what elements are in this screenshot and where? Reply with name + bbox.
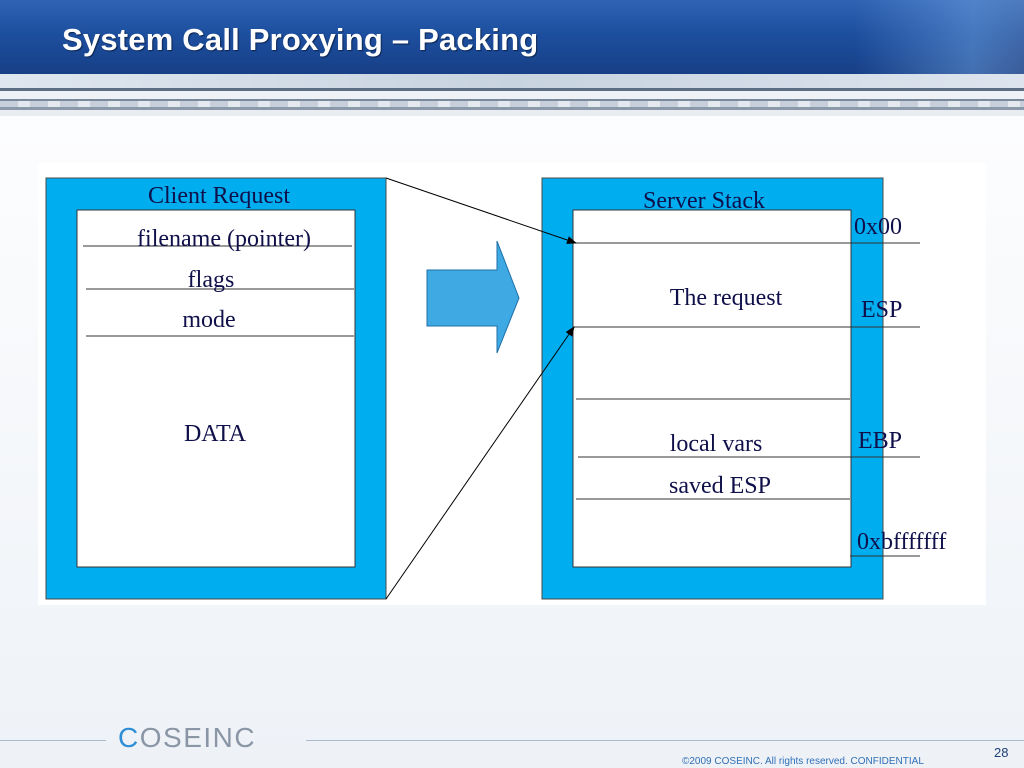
right-block-arrow-icon <box>426 240 520 354</box>
footer-rule <box>0 740 106 741</box>
server-stack-title: Server Stack <box>643 188 765 214</box>
page-number: 28 <box>994 745 1009 760</box>
stack-label-saved-esp: saved ESP <box>669 473 771 499</box>
stack-label-request: The request <box>670 285 783 311</box>
header-stripe <box>0 88 1024 91</box>
header-stripe <box>0 99 1024 101</box>
title-bar: System Call Proxying – Packing <box>0 0 1024 74</box>
client-field-filename: filename (pointer) <box>137 226 311 252</box>
stack-address-esp: ESP <box>861 297 902 323</box>
connector-arrow-top <box>385 177 577 244</box>
stack-address-high: 0xbfffffff <box>857 529 946 555</box>
copyright-notice: ©2009 COSEINC. All rights reserved. CONF… <box>682 756 924 767</box>
stack-label-local-vars: local vars <box>670 431 763 457</box>
client-request-title: Client Request <box>148 183 290 209</box>
logo-letter-c: C <box>118 722 140 753</box>
logo-text: OSEINC <box>139 722 257 753</box>
header-stripe <box>0 74 1024 88</box>
diagram-canvas: Client Request filename (pointer) flags … <box>45 177 946 600</box>
slide-title: System Call Proxying – Packing <box>62 22 539 57</box>
footer-rule <box>306 740 1024 741</box>
title-bar-gloss <box>854 0 1024 74</box>
client-data-label: DATA <box>184 421 247 447</box>
header-stripe <box>0 91 1024 99</box>
server-stack-body <box>572 209 852 568</box>
header-stripe <box>0 110 1024 116</box>
header-stripe <box>0 101 1024 107</box>
syscall-packing-diagram: Client Request filename (pointer) flags … <box>38 163 986 605</box>
header-stripe <box>0 107 1024 110</box>
client-field-flags: flags <box>188 267 235 293</box>
coseinc-logo: COSEINC <box>118 722 256 754</box>
client-request-body <box>76 209 356 568</box>
stack-address-low: 0x00 <box>854 214 902 240</box>
connector-arrow-bottom <box>385 326 575 600</box>
stack-address-ebp: EBP <box>858 428 902 454</box>
client-field-mode: mode <box>182 307 235 333</box>
